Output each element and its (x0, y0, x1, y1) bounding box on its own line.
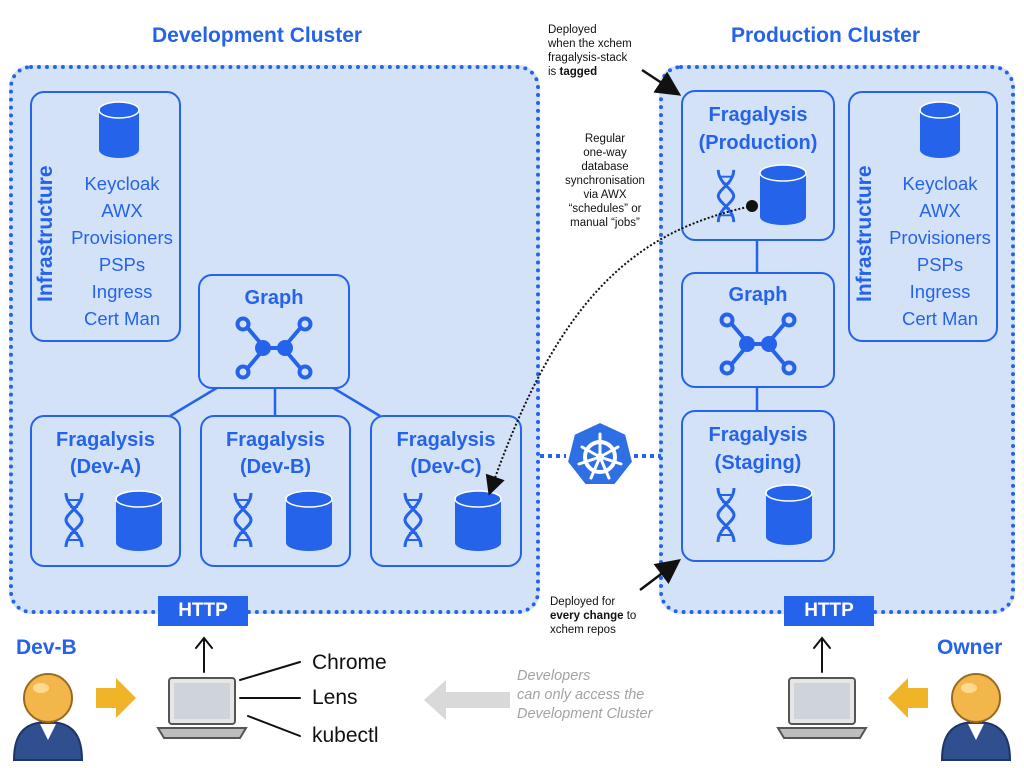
graph-icon (235, 316, 313, 380)
dev-c-title: Fragalysis (396, 429, 496, 451)
staging-stack-title: Fragalysis (708, 424, 808, 446)
tagged-note: Deployed when the xchem fragalysis-stack… (548, 23, 632, 79)
graph-icon (719, 312, 797, 376)
gold-right-arrow (96, 678, 136, 718)
note-line: Deployed for (550, 596, 616, 608)
database-icon (759, 164, 807, 225)
dna-icon (403, 492, 423, 548)
database-icon (919, 101, 961, 158)
kubernetes-icon (565, 420, 635, 486)
infra-item: AWX (919, 200, 961, 221)
infra-item: Provisioners (71, 227, 173, 248)
change-note: Deployed for every change to xchem repos (550, 595, 636, 637)
staging-stack-subtitle: (Staging) (714, 452, 802, 474)
prod-cluster-title: Production Cluster (731, 24, 921, 47)
tool-lens: Lens (312, 686, 358, 709)
sync-note: Regular one-way database synchronisation… (556, 132, 654, 230)
user-avatar-icon (12, 673, 84, 761)
gray-left-arrow (424, 680, 510, 720)
tool-chrome: Chrome (312, 651, 387, 674)
tool-kubectl: kubectl (312, 724, 379, 747)
prod-http-badge: HTTP (784, 596, 874, 626)
dev-graph-box (198, 274, 350, 389)
dna-icon (716, 487, 736, 543)
note-line: synchronisation (565, 175, 645, 187)
note-line: Regular (584, 133, 626, 145)
prod-graph-label: Graph (728, 284, 788, 306)
infra-item: PSPs (916, 254, 964, 275)
infra-item: Cert Man (901, 308, 979, 329)
dna-icon (233, 492, 253, 548)
dev-a-title: Fragalysis (56, 429, 155, 451)
developer-name: Dev-B (16, 636, 77, 659)
note-line: “schedules” or (568, 203, 642, 215)
note-line: xchem repos (550, 624, 616, 636)
infra-item: Keycloak (84, 173, 160, 194)
note-line: one-way (583, 147, 627, 159)
note-line: manual “jobs” (570, 217, 640, 229)
note-line: every change to (550, 609, 636, 623)
infra-item: Provisioners (889, 227, 991, 248)
infra-item: Keycloak (902, 173, 978, 194)
production-stack-box (681, 90, 835, 241)
dna-icon (716, 169, 736, 223)
note-line: Developers (517, 668, 591, 684)
infra-item: Ingress (909, 281, 971, 302)
laptop-icon (776, 677, 868, 739)
database-icon (285, 490, 333, 551)
dev-http-badge: HTTP (158, 596, 248, 626)
database-icon (98, 101, 140, 158)
infra-item: AWX (101, 200, 143, 221)
dna-icon (64, 492, 84, 548)
dev-c-subtitle: (Dev-C) (410, 456, 482, 478)
note-text: to (623, 610, 637, 622)
infra-item: Ingress (91, 281, 153, 302)
dev-cluster-title: Development Cluster (152, 24, 363, 47)
note-bold: every change (550, 610, 624, 622)
owner-name: Owner (937, 636, 1003, 659)
note-text: is (548, 66, 560, 78)
laptop-icon (156, 677, 248, 739)
dev-b-title: Fragalysis (226, 429, 325, 451)
database-icon (454, 490, 502, 551)
database-icon (765, 484, 813, 545)
note-line: Deployed (548, 24, 597, 36)
dev-a-subtitle: (Dev-A) (69, 456, 142, 478)
note-line: via AWX (583, 189, 627, 201)
note-line: when the xchem (548, 38, 632, 50)
user-avatar-icon (940, 673, 1012, 761)
note-line: is tagged (548, 65, 632, 79)
infra-item: Cert Man (83, 308, 161, 329)
production-stack-title: Fragalysis (708, 104, 808, 126)
access-note: Developers can only access the Developme… (517, 667, 652, 724)
prod-graph-box (681, 272, 835, 388)
gold-left-arrow (888, 678, 928, 718)
dev-b-subtitle: (Dev-B) (239, 456, 312, 478)
infra-item: PSPs (98, 254, 146, 275)
note-line: Development Cluster (517, 706, 653, 722)
production-stack-subtitle: (Production) (698, 132, 818, 154)
dev-graph-label: Graph (244, 287, 304, 309)
database-icon (115, 490, 163, 551)
note-line: database (581, 161, 629, 173)
note-bold: tagged (559, 66, 598, 78)
note-line: can only access the (517, 687, 645, 703)
note-line: fragalysis-stack (548, 52, 628, 64)
